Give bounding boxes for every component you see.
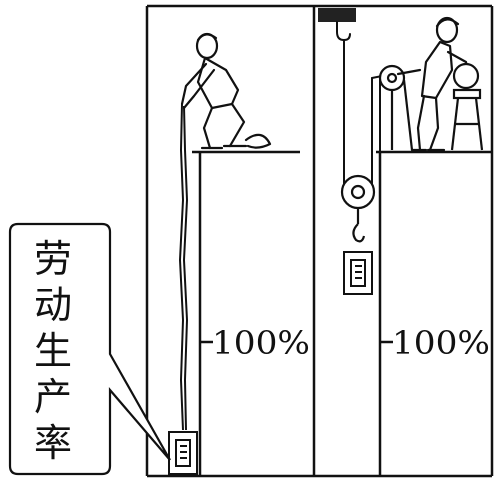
movable-pulley-icon	[340, 174, 376, 243]
callout-char-3: 生	[34, 329, 72, 373]
left-platform	[192, 150, 300, 476]
left-panel: 100%	[168, 32, 310, 476]
right-platform	[376, 150, 492, 476]
right-percent-label: 100%	[392, 324, 490, 362]
left-percent-label: 100%	[212, 324, 310, 362]
pulley-system	[336, 21, 393, 191]
callout-box: 劳 动 生 产 率	[8, 222, 171, 476]
hand-wheel-stool-icon	[450, 62, 484, 151]
callout-text: 劳 动 生 产 率	[34, 237, 72, 465]
winch-icon	[378, 64, 414, 151]
worker-pulling-icon	[180, 32, 272, 150]
left-rope	[178, 103, 189, 431]
left-load-block	[168, 431, 198, 475]
ceiling-plate	[318, 8, 356, 22]
worker-turning-wheel-icon	[396, 16, 470, 152]
right-load-block	[343, 251, 373, 295]
outer-frame	[145, 4, 494, 478]
right-panel: 100%	[318, 8, 492, 476]
callout-char-1: 劳	[34, 237, 72, 281]
callout-char-5: 率	[34, 421, 72, 465]
callout-char-4: 产	[34, 375, 72, 419]
callout-char-2: 动	[34, 283, 72, 327]
